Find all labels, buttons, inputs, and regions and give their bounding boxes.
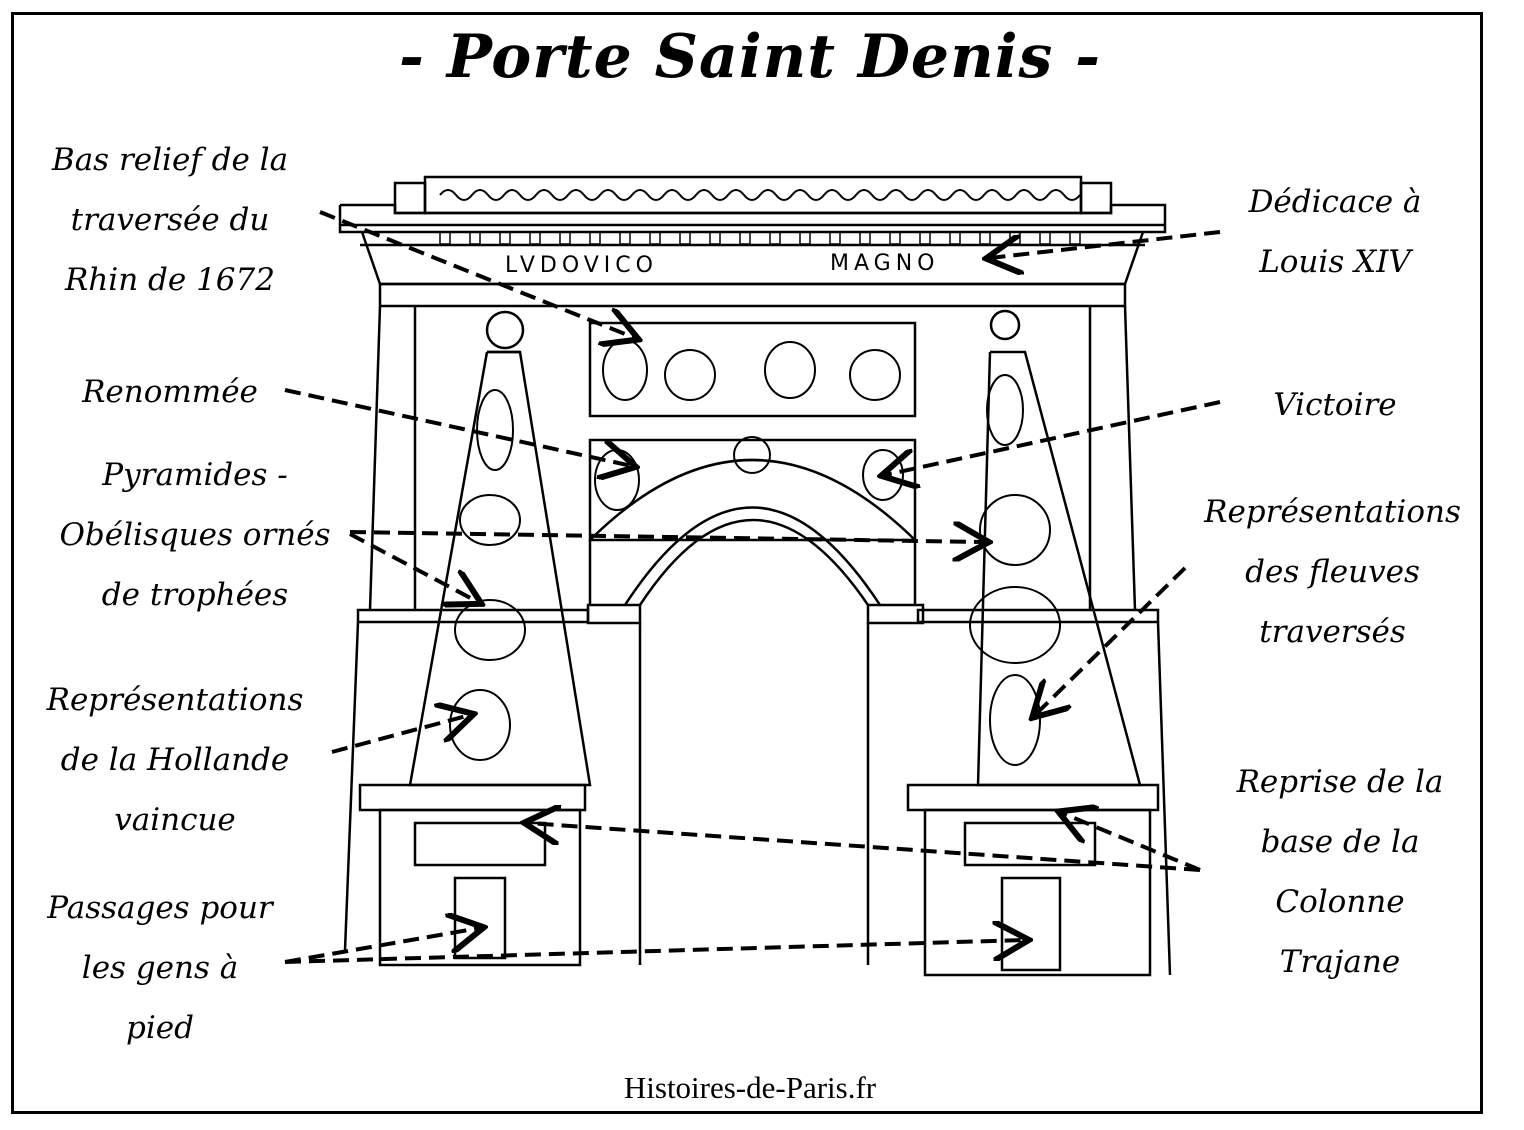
label-pyramides: Pyramides - Obélisques ornés de trophées <box>59 457 331 613</box>
dedication-right: MAGNO <box>830 251 939 276</box>
arrows <box>284 210 1221 964</box>
arrow-pyramides-left <box>349 532 478 602</box>
label-colonne: Reprise de la base de la Colonne Trajane <box>1236 764 1444 980</box>
arrow-bas-relief <box>319 210 635 338</box>
arrow-passage-left <box>284 928 480 964</box>
arrow-victoire <box>885 400 1221 475</box>
dedication-left: LVDOVICO <box>505 253 658 278</box>
arrow-passage-right <box>284 940 1025 964</box>
frieze-band <box>423 175 1083 215</box>
arrow-pyramides-right <box>349 532 985 542</box>
label-renommee: Renommée <box>82 374 258 410</box>
label-victoire: Victoire <box>1273 387 1397 423</box>
arrow-colonne-right <box>1062 813 1201 872</box>
site-credit: Histoires-de-Paris.fr <box>623 1070 877 1105</box>
page-title: - Porte Saint Denis - <box>398 22 1102 92</box>
bas-relief-panel <box>588 321 917 418</box>
label-fleuves: Représentations des fleuves traversés <box>1204 494 1461 650</box>
page-frame <box>11 12 1483 1114</box>
label-bas-relief: Bas relief de la traversée du Rhin de 16… <box>51 142 289 298</box>
arrow-dedicace <box>990 230 1221 258</box>
label-passages: Passages pour les gens à pied <box>47 890 273 1046</box>
label-dedicace: Dédicace à Louis XIV <box>1248 184 1422 280</box>
arrow-colonne-left <box>528 823 1201 872</box>
arrow-renommee <box>284 388 632 466</box>
arrow-fleuves <box>1035 566 1187 715</box>
label-hollande: Représentations de la Hollande vaincue <box>46 682 304 838</box>
